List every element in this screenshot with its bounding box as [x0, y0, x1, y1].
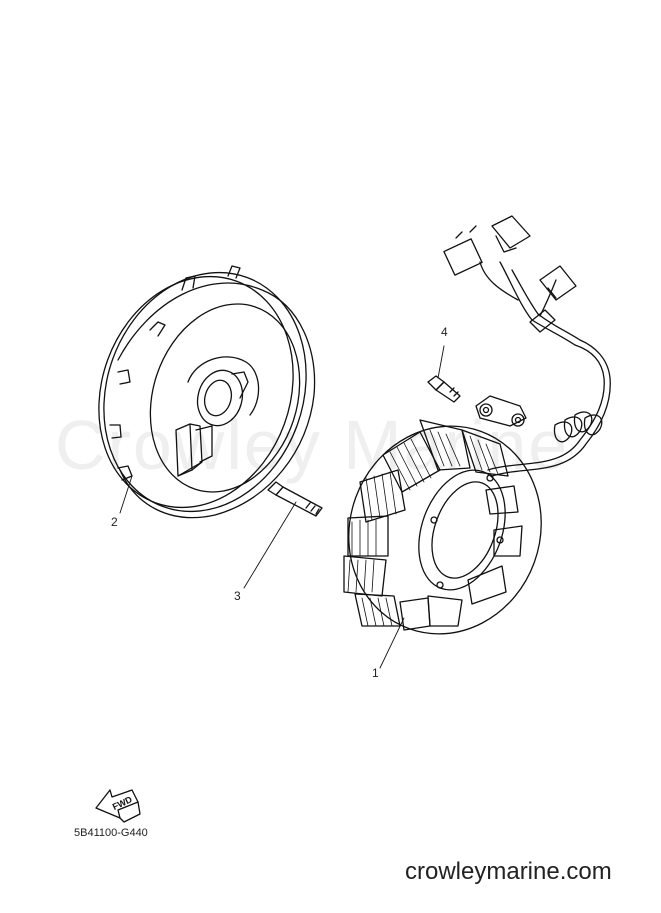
fwd-arrow-icon — [95, 789, 141, 823]
stator-assembly — [343, 419, 542, 635]
flywheel-rotor — [98, 265, 316, 519]
part-code: 5B41100-G440 — [74, 827, 148, 839]
callout-2: 2 — [111, 515, 118, 529]
callout-1: 1 — [372, 666, 379, 680]
callout-3: 3 — [234, 589, 241, 603]
leader-lines — [119, 345, 445, 669]
clamp-screw — [427, 375, 461, 403]
stator-bolt — [267, 481, 323, 517]
wire-harness — [443, 215, 611, 477]
callout-4: 4 — [441, 325, 448, 339]
site-credit: crowleymarine.com — [405, 858, 612, 885]
